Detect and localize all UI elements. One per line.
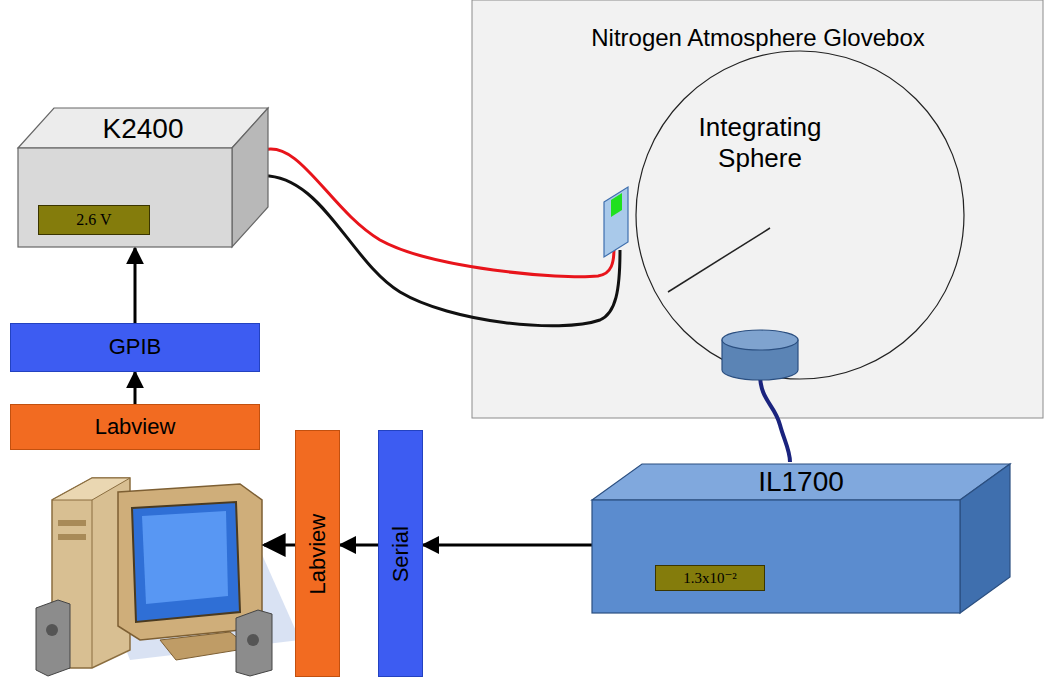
node-label: Nitrogen Atmosphere Glovebox [472, 24, 1044, 53]
node-label: Labview [11, 414, 259, 440]
serial-band: Serial [378, 430, 423, 677]
detector-cylinder [722, 330, 798, 380]
readout-value: 2.6 V [39, 210, 149, 229]
glovebox-region: Nitrogen Atmosphere GloveboxIntegrating … [472, 0, 1044, 418]
node-label: K2400 [18, 112, 268, 146]
gpib-band: GPIB [10, 323, 260, 372]
arrow-connector [340, 544, 378, 547]
labview-band: Labview [295, 430, 340, 677]
node-label: Serial [388, 431, 414, 677]
glovebox-ground [472, 0, 1043, 418]
computer-illustration [36, 478, 300, 676]
device-sample [604, 187, 628, 257]
arrow-connector [134, 372, 137, 404]
display-readout: 2.6 V [38, 205, 150, 235]
red-wire [264, 149, 614, 277]
node-label: GPIB [11, 334, 259, 360]
sphere-outline [635, 50, 965, 380]
integrating-sphere: Integrating Sphere [635, 50, 965, 380]
readout-value: 1.3x10⁻² [656, 569, 764, 587]
node-label: IL1700 [592, 465, 1010, 499]
arrow-connector [134, 248, 137, 323]
display-readout: 1.3x10⁻² [655, 565, 765, 591]
baffle-line [668, 228, 770, 292]
il1700-instrument: IL1700 1.3x10⁻² [592, 464, 1010, 614]
black-wire [258, 176, 620, 326]
fibre-cable [760, 374, 790, 462]
arrow-connector [423, 544, 592, 547]
labview-band: Labview [10, 404, 260, 450]
node-label: Integrating Sphere [675, 112, 845, 174]
k2400-instrument: K2400 2.6 V [18, 108, 268, 248]
node-label: Labview [305, 431, 331, 677]
arrow-to-computer [264, 544, 295, 547]
